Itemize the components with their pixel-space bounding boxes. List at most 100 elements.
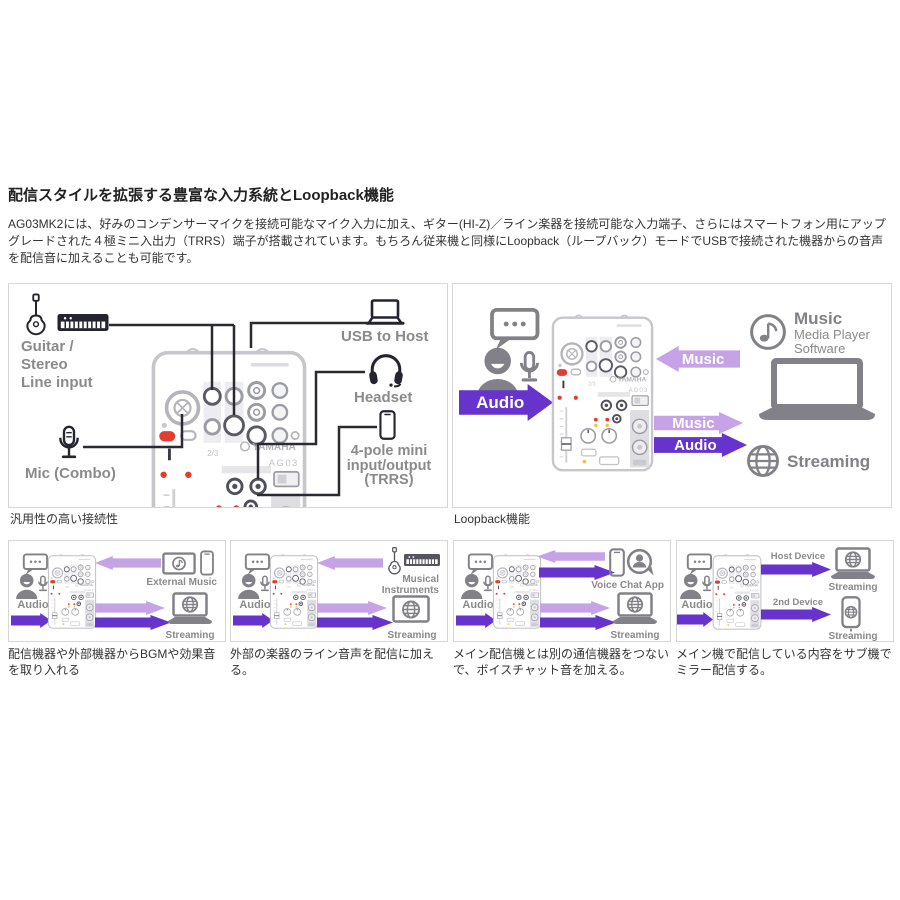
second-device-label: 2nd Device [772,597,824,608]
smartphone-icon [379,410,396,440]
streaming-label-top: Streaming [828,582,878,593]
streamer-person-icon [679,553,715,599]
audio-out-arrow: Audio [654,433,747,457]
usecase-external-music-diagram: Audio External Music Streaming [8,540,226,642]
streaming-label: Streaming [610,630,660,641]
headset-icon [369,354,403,388]
usecase-mirror-diagram: Audio Host Device Streaming 2nd Device S… [676,540,894,642]
streaming-phone-icon [841,596,861,632]
streaming-monitor-icon [392,595,430,623]
guitar-label-line2: Stereo [21,356,68,373]
audio-in-arrow [11,613,51,628]
musical-instruments-label: Musical Instruments [349,574,439,596]
audio-out-arrow [95,615,171,630]
media-player-label: Media Player [794,327,870,342]
mixer-illustration [269,553,319,630]
keyboard-icon [404,554,440,566]
audio-out-arrow [540,615,616,630]
audio-out-arrow-label: Audio [674,436,717,454]
audio-in-arrow [677,612,713,627]
audio-label: Audio [462,599,494,611]
usecase-voicechat-diagram: Audio Voice Chat App Streaming [453,540,671,642]
streaming-laptop-icon [611,591,659,627]
usecase-instruments-diagram: Audio Musical Instruments Streaming [230,540,448,642]
streamer-person-icon [475,307,545,397]
voice-chat-bubble-icon [626,548,656,578]
usb-to-host-label: USB to Host [341,328,429,345]
guitar-icon [387,547,402,576]
guitar-icon [25,292,47,339]
usecase-voicechat-caption: メイン配信機とは別の通信機器をつないで、ボイスチャット音を加える。 [453,647,670,677]
audio-label: Audio [17,599,49,611]
host-device-label: Host Device [770,551,826,562]
streaming-label-bottom: Streaming [828,631,878,642]
voice-chat-phone-icon [609,548,625,577]
mixer-illustration [492,553,542,630]
loopback-caption: Loopback機能 [454,512,531,526]
music-in-arrow [317,556,383,570]
streaming-globe-icon [746,444,780,478]
streaming-label: Streaming [165,630,215,641]
chat-out-arrow [539,565,615,580]
mixer-illustration [550,312,655,474]
streaming-laptop-icon [829,547,877,581]
streaming-label: Streaming [387,630,437,641]
usecase-instruments-caption: 外部の楽器のライン音声を配信に加える。 [230,647,435,677]
musical-label-line1: Musical [402,574,439,585]
keyboard-icon [57,314,109,331]
usecase-external-music-caption: 配信機器や外部機器からBGMや効果音を取り入れる [8,647,216,677]
laptop-icon [759,358,875,420]
guitar-line-input-label: Guitar / Stereo Line input [21,338,93,392]
media-player-software-label: Media Player Software [794,328,870,356]
connector-line-trrs [257,425,377,497]
usecase-mirror-caption: メイン機で配信している内容をサブ機でミラー配信する。 [676,647,892,677]
streamer-person-icon [460,553,496,599]
trrs-label-line1: 4-pole mini [350,443,428,459]
connector-lines [83,321,377,497]
music-out-arrow-label: Music [672,414,715,432]
connectivity-caption: 汎用性の高い接続性 [10,512,119,526]
music-in-arrow-label: Music [681,350,725,368]
intro-paragraph: AG03MK2には、好みのコンデンサーマイクを接続可能なマイク入力に加え、ギター… [8,217,886,265]
connector-line-mic [83,414,184,449]
music-title: Music [794,309,843,328]
headset-label: Headset [354,389,413,406]
guitar-label-line1: Guitar / [21,338,74,355]
music-note-icon [748,312,788,352]
music-out-arrow [540,601,610,615]
music-in-arrow: Music [656,346,740,372]
second-device-arrow [761,607,831,622]
mixer-illustration [47,553,97,630]
audio-in-arrow [233,613,273,628]
streaming-laptop-icon [166,591,214,627]
audio-in-arrow [456,613,496,628]
musical-label-line2: Instruments [381,585,439,596]
usb-host-laptop-icon [365,299,405,325]
loopback-diagram: Audio Music Music Media Player Software … [452,283,892,508]
music-out-arrow: Music [654,412,743,434]
connectivity-diagram: Guitar / Stereo Line input Mic (Combo) U… [8,283,448,508]
chat-in-arrow [537,550,605,563]
mic-combo-label: Mic (Combo) [25,465,116,482]
page-title: 配信スタイルを拡張する豊富な入力系統とLoopback機能 [8,187,394,204]
host-device-arrow [761,562,831,577]
connector-line-headset [256,370,365,479]
music-out-arrow [95,601,165,615]
trrs-label: 4-pole mini input/output (TRRS) [334,444,444,488]
connector-line-usb [249,321,367,348]
streamer-person-icon [237,553,273,599]
voice-chat-app-label: Voice Chat App [591,580,664,591]
microphone-icon [59,425,79,459]
external-music-label: External Music [146,577,217,588]
music-in-arrow [95,556,161,570]
streamer-person-icon [15,553,51,599]
software-label: Software [794,341,846,356]
audio-in-arrow-label: Audio [476,392,525,412]
mixer-illustration [711,553,763,631]
trrs-label-line3: (TRRS) [364,472,414,488]
audio-label: Audio [239,599,271,611]
streaming-label: Streaming [787,452,871,471]
trrs-label-line2: input/output [346,457,432,474]
external-music-phone-icon [200,550,214,576]
